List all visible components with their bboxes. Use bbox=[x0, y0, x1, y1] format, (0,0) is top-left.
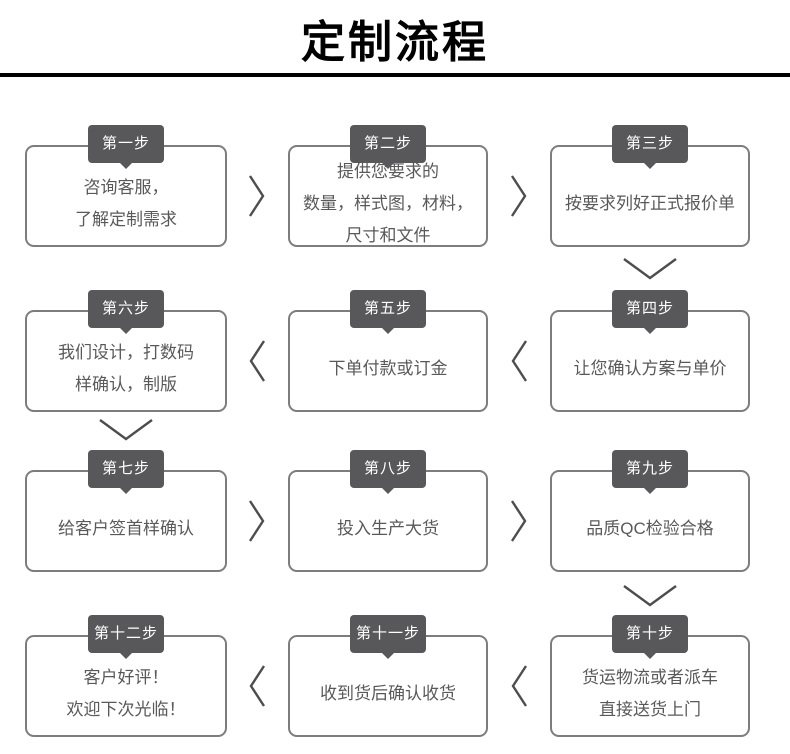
arrow-right-icon bbox=[510, 174, 528, 218]
step-text-line: 样确认，制版 bbox=[75, 375, 177, 394]
badge-notch bbox=[381, 327, 395, 334]
step-1-badge: 第一步 bbox=[88, 125, 164, 169]
badge-notch bbox=[381, 652, 395, 659]
step-text-line: 按要求列好正式报价单 bbox=[565, 194, 735, 213]
arrow-down-icon bbox=[622, 584, 678, 608]
step-badge-label: 第七步 bbox=[101, 460, 150, 477]
arrow-left-icon bbox=[248, 664, 266, 708]
page-title: 定制流程 bbox=[301, 18, 489, 67]
step-badge-label: 第十步 bbox=[625, 625, 674, 642]
step-badge-label: 第十二步 bbox=[93, 625, 158, 642]
arrow-right-icon bbox=[248, 174, 266, 218]
step-6-box: 第六步 我们设计，打数码 样确认，制版 bbox=[25, 290, 227, 412]
step-10-text: 货运物流或者派车 直接送货上门 bbox=[582, 662, 718, 726]
step-8-box: 第八步 投入生产大货 bbox=[288, 450, 488, 572]
step-8-text: 投入生产大货 bbox=[337, 513, 439, 545]
step-badge-label: 第一步 bbox=[101, 135, 150, 152]
step-11-badge: 第十一步 bbox=[350, 615, 426, 659]
step-text-line: 了解定制需求 bbox=[75, 210, 177, 229]
arrow-down-icon bbox=[98, 418, 154, 442]
arrow-left-icon bbox=[248, 339, 266, 383]
step-3-box: 第三步 按要求列好正式报价单 bbox=[550, 125, 750, 247]
step-9-box: 第九步 品质QC检验合格 bbox=[550, 450, 750, 572]
step-text-line: 我们设计，打数码 bbox=[58, 343, 194, 362]
step-badge-label: 第二步 bbox=[363, 135, 412, 152]
step-badge-label: 第九步 bbox=[625, 460, 674, 477]
step-1-box: 第一步 咨询客服， 了解定制需求 bbox=[25, 125, 227, 247]
badge-notch bbox=[119, 652, 133, 659]
step-3-text: 按要求列好正式报价单 bbox=[565, 188, 735, 220]
step-10-box: 第十步 货运物流或者派车 直接送货上门 bbox=[550, 615, 750, 737]
step-5-box: 第五步 下单付款或订金 bbox=[288, 290, 488, 412]
step-badge-label: 第六步 bbox=[101, 300, 150, 317]
step-2-text: 提供您要求的 数量，样式图，材料， 尺寸和文件 bbox=[303, 156, 473, 252]
step-7-box: 第七步 给客户签首样确认 bbox=[25, 450, 227, 572]
badge-notch bbox=[643, 162, 657, 169]
badge-notch bbox=[381, 487, 395, 494]
step-2-badge: 第二步 bbox=[350, 125, 426, 169]
step-9-text: 品质QC检验合格 bbox=[586, 513, 714, 545]
step-text-line: 收到货后确认收货 bbox=[320, 684, 456, 703]
step-1-text: 咨询客服， 了解定制需求 bbox=[75, 172, 177, 236]
title-divider bbox=[0, 73, 790, 77]
step-text-line: 提供您要求的 bbox=[337, 162, 439, 181]
badge-notch bbox=[119, 162, 133, 169]
step-badge-label: 第十一步 bbox=[355, 625, 420, 642]
arrow-right-icon bbox=[248, 499, 266, 543]
step-6-badge: 第六步 bbox=[88, 290, 164, 334]
step-4-badge: 第四步 bbox=[612, 290, 688, 334]
badge-notch bbox=[119, 487, 133, 494]
step-8-badge: 第八步 bbox=[350, 450, 426, 494]
step-10-badge: 第十步 bbox=[612, 615, 688, 659]
step-12-text: 客户好评！ 欢迎下次光临！ bbox=[67, 662, 186, 726]
step-text-line: 咨询客服， bbox=[83, 178, 169, 197]
arrow-left-icon bbox=[510, 339, 528, 383]
step-text-line: 货运物流或者派车 bbox=[582, 668, 718, 687]
step-6-text: 我们设计，打数码 样确认，制版 bbox=[58, 337, 194, 401]
badge-notch bbox=[119, 327, 133, 334]
step-text-line: 直接送货上门 bbox=[599, 700, 701, 719]
step-11-text: 收到货后确认收货 bbox=[320, 678, 456, 710]
step-badge-label: 第三步 bbox=[625, 135, 674, 152]
step-11-box: 第十一步 收到货后确认收货 bbox=[288, 615, 488, 737]
step-text-line: 欢迎下次光临！ bbox=[66, 700, 186, 719]
step-2-box: 第二步 提供您要求的 数量，样式图，材料， 尺寸和文件 bbox=[288, 125, 488, 247]
step-12-box: 第十二步 客户好评！ 欢迎下次光临！ bbox=[25, 615, 227, 737]
step-9-badge: 第九步 bbox=[612, 450, 688, 494]
step-4-text: 让您确认方案与单价 bbox=[574, 353, 727, 385]
badge-notch bbox=[381, 162, 395, 169]
step-5-badge: 第五步 bbox=[350, 290, 426, 334]
step-12-badge: 第十二步 bbox=[88, 615, 164, 659]
step-text-line: 数量，样式图，材料， bbox=[303, 194, 473, 213]
step-5-text: 下单付款或订金 bbox=[329, 353, 448, 385]
step-badge-label: 第八步 bbox=[363, 460, 412, 477]
step-4-box: 第四步 让您确认方案与单价 bbox=[550, 290, 750, 412]
badge-notch bbox=[643, 327, 657, 334]
step-text-line: 下单付款或订金 bbox=[328, 359, 448, 378]
badge-notch bbox=[643, 652, 657, 659]
step-3-badge: 第三步 bbox=[612, 125, 688, 169]
arrow-left-icon bbox=[510, 664, 528, 708]
step-badge-label: 第四步 bbox=[625, 300, 674, 317]
step-7-badge: 第七步 bbox=[88, 450, 164, 494]
arrow-right-icon bbox=[510, 499, 528, 543]
badge-notch bbox=[643, 487, 657, 494]
arrow-down-icon bbox=[622, 257, 678, 281]
step-text-line: 品质QC检验合格 bbox=[586, 519, 714, 538]
step-text-line: 投入生产大货 bbox=[337, 519, 439, 538]
step-badge-label: 第五步 bbox=[363, 300, 412, 317]
step-7-text: 给客户签首样确认 bbox=[58, 513, 194, 545]
step-text-line: 尺寸和文件 bbox=[345, 226, 431, 245]
step-text-line: 让您确认方案与单价 bbox=[573, 359, 727, 378]
step-text-line: 客户好评！ bbox=[83, 668, 169, 687]
step-text-line: 给客户签首样确认 bbox=[58, 519, 194, 538]
